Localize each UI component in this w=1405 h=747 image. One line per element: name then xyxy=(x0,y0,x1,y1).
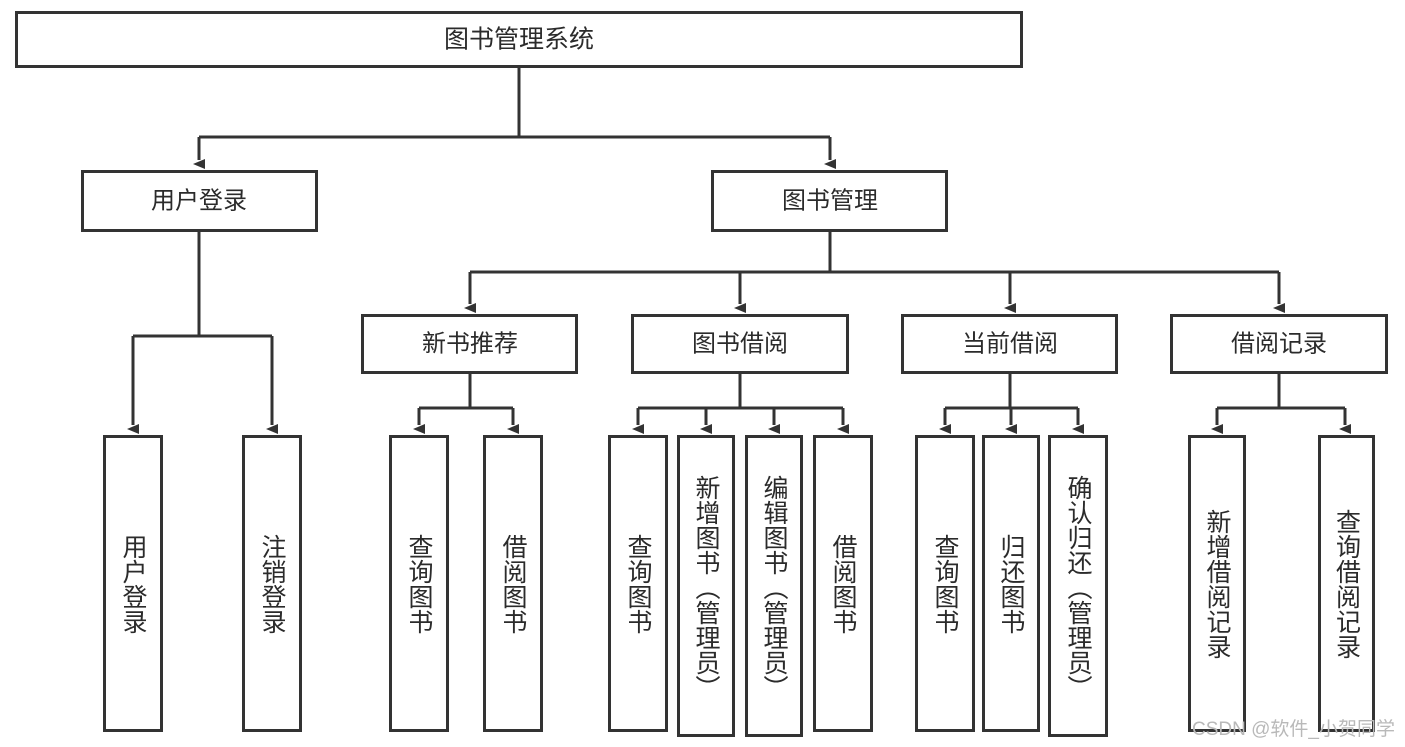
connector-book-management-to-level2 xyxy=(464,231,1285,313)
node-current-borrow-label: 当前借阅 xyxy=(962,330,1058,357)
leaf-box-logout[interactable] xyxy=(242,435,302,732)
node-book-borrow[interactable]: 图书借阅 xyxy=(631,314,849,374)
leaf-box-return-book[interactable] xyxy=(982,435,1040,732)
node-book-management-label: 图书管理 xyxy=(782,187,878,214)
leaf-box-query-borrow-record[interactable] xyxy=(1318,435,1375,732)
node-book-borrow-label: 图书借阅 xyxy=(692,330,788,357)
watermark-text: CSDN @软件_小贺同学 xyxy=(1192,719,1395,740)
connector-user-login-to-leaves xyxy=(127,231,278,434)
leaf-box-add-borrow-record[interactable] xyxy=(1188,435,1246,732)
node-user-login-box xyxy=(81,170,318,232)
leaf-box-query-book-current[interactable] xyxy=(915,435,975,732)
node-new-book-recommend-label: 新书推荐 xyxy=(422,330,518,357)
connector-root-to-level1 xyxy=(193,68,836,169)
node-new-book-recommend-box xyxy=(361,314,578,374)
connector-book-borrow-to-leaves xyxy=(632,372,849,434)
leaf-box-add-book-admin[interactable] xyxy=(677,435,735,737)
connector-current-borrow-to-leaves xyxy=(939,372,1084,434)
leaf-box-query-book-recommend[interactable] xyxy=(389,435,449,732)
node-book-management[interactable]: 图书管理 xyxy=(711,170,948,232)
node-current-borrow[interactable]: 当前借阅 xyxy=(901,314,1118,374)
leaf-box-edit-book-admin[interactable] xyxy=(745,435,803,737)
leaf-boxes xyxy=(103,435,1375,737)
node-user-login-label: 用户登录 xyxy=(151,187,247,214)
leaf-box-borrow-book-recommend[interactable] xyxy=(483,435,543,732)
connector-borrow-record-to-leaves xyxy=(1211,372,1351,434)
leaf-box-borrow-book[interactable] xyxy=(813,435,873,732)
node-borrow-record[interactable]: 借阅记录 xyxy=(1170,314,1388,374)
leaf-box-confirm-return-admin[interactable] xyxy=(1048,435,1108,737)
node-new-book-recommend[interactable]: 新书推荐 xyxy=(361,314,578,374)
node-borrow-record-label: 借阅记录 xyxy=(1231,330,1327,357)
connector-new-book-recommend-to-leaves xyxy=(413,372,519,434)
node-user-login[interactable]: 用户登录 xyxy=(81,170,318,232)
node-root[interactable]: 图书管理系统 xyxy=(15,11,1023,68)
node-current-borrow-box xyxy=(901,314,1118,374)
leaf-box-user-login[interactable] xyxy=(103,435,163,732)
node-root-box xyxy=(15,11,1023,68)
node-book-management-box xyxy=(711,170,948,232)
node-root-label: 图书管理系统 xyxy=(444,26,594,54)
leaf-box-query-book-borrow[interactable] xyxy=(608,435,668,732)
